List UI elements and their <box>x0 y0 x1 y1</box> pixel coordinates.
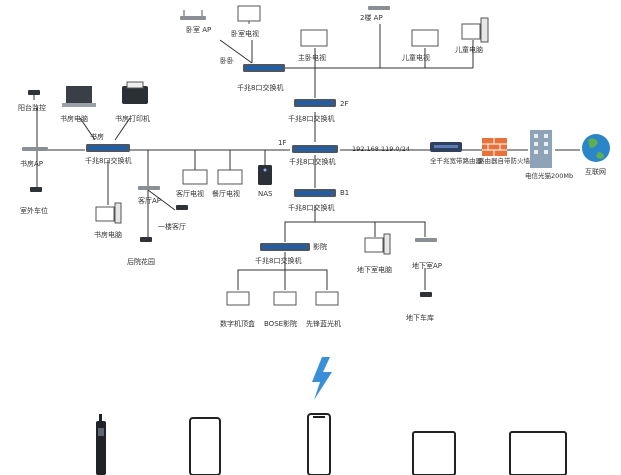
desktop-icon <box>95 202 122 224</box>
desktop-icon <box>509 431 567 475</box>
label-ap-study: 书房AP <box>20 159 43 168</box>
label-floor-2f: 2F <box>340 100 348 108</box>
desktop-icon <box>461 17 489 43</box>
connection-lines <box>36 24 580 290</box>
tv-icon <box>226 291 250 306</box>
camera-icon <box>28 90 40 100</box>
tv-icon <box>411 29 439 47</box>
label-tv-dining: 餐厅电视 <box>212 189 240 198</box>
ap-icon <box>415 238 437 242</box>
firewall-icon <box>482 138 507 156</box>
switch-icon <box>260 243 310 251</box>
tv-icon <box>315 291 339 306</box>
label-pc-kids: 儿童电脑 <box>455 45 483 54</box>
label-garden: 后院花园 <box>127 257 155 266</box>
camera-icon <box>30 187 42 192</box>
tv-icon <box>237 5 261 24</box>
label-printer-study: 书房打印机 <box>115 114 150 123</box>
label-switch-study: 千兆8口交换机 <box>85 156 131 165</box>
label-pc-study2: 书房电脑 <box>94 230 122 239</box>
label-cam-balcony: 阳台监控 <box>18 103 46 112</box>
switch-icon <box>294 99 336 107</box>
label-firewall: 路由器自带防火墙 <box>478 156 531 165</box>
building-icon <box>530 130 552 168</box>
label-living-1f: 一楼客厅 <box>158 222 186 231</box>
label-tv-bedroom: 卧室电视 <box>231 29 259 38</box>
tv-icon <box>300 29 328 47</box>
label-floor-1f: 1F <box>278 139 286 147</box>
label-ip-range: 192.168.119.0/24 <box>352 145 410 153</box>
label-ap-bedroom: 卧室 AP <box>186 25 211 34</box>
phone-icon <box>96 414 106 475</box>
tv-icon <box>182 169 208 185</box>
label-nas: NAS <box>258 190 273 198</box>
camera-icon <box>140 237 152 242</box>
router-icon <box>430 142 462 152</box>
label-switch-b1: 千兆8口交换机 <box>288 203 334 212</box>
desktop-icon <box>364 233 391 255</box>
laptop-icon <box>412 431 456 475</box>
label-stb: 数字机顶盒 <box>220 319 255 328</box>
label-media: 影院 <box>313 242 327 251</box>
label-laptop-study: 书房电脑 <box>60 114 88 123</box>
ap-icon <box>138 186 160 190</box>
tv-icon <box>217 169 243 185</box>
camera-icon <box>420 292 432 297</box>
label-bluray: 先锋蓝光机 <box>306 319 341 328</box>
ap-icon <box>22 147 48 151</box>
printer-icon <box>122 81 148 104</box>
label-switch-media: 千兆8口交换机 <box>255 256 301 265</box>
label-internet: 互联网 <box>585 167 606 176</box>
label-pc-basement: 地下室电脑 <box>357 265 392 274</box>
label-router-main: 全千兆宽带路由器 <box>430 156 483 165</box>
ap-icon <box>368 6 390 10</box>
switch-icon <box>294 189 336 197</box>
switch-icon <box>243 64 285 72</box>
phone-icon <box>307 413 331 475</box>
label-garage: 地下车库 <box>406 313 434 322</box>
nas-icon <box>258 165 272 185</box>
switch-icon <box>86 144 130 152</box>
label-tv-master: 主卧电视 <box>298 53 326 62</box>
switch-icon <box>292 145 338 153</box>
tv-icon <box>273 291 297 306</box>
label-bose: BOSE影院 <box>264 319 297 328</box>
label-tv-living: 客厅电视 <box>176 189 204 198</box>
camera-icon <box>176 205 188 210</box>
laptop-icon <box>62 86 96 107</box>
globe-icon <box>582 134 610 162</box>
label-switch-top: 千兆8口交换机 <box>237 83 283 92</box>
label-study: 书房 <box>90 132 104 141</box>
label-bedroom: 卧卧 <box>220 57 234 65</box>
label-ap-basement: 地下室AP <box>412 261 442 270</box>
ap-icon <box>180 10 206 20</box>
label-ap-living: 客厅AP <box>138 196 161 205</box>
label-ap-2f: 2楼 AP <box>360 13 383 22</box>
label-isp: 电信光猫200Mb <box>525 171 573 180</box>
label-switch-1f: 千兆8口交换机 <box>289 157 335 166</box>
tablet-icon <box>189 417 221 475</box>
label-tv-kids: 儿童电视 <box>402 53 430 62</box>
label-switch-2f: 千兆8口交换机 <box>288 114 334 123</box>
label-parking-outdoor: 室外车位 <box>20 206 48 215</box>
label-floor-b1: B1 <box>340 189 349 197</box>
lightning-icon <box>312 357 332 400</box>
